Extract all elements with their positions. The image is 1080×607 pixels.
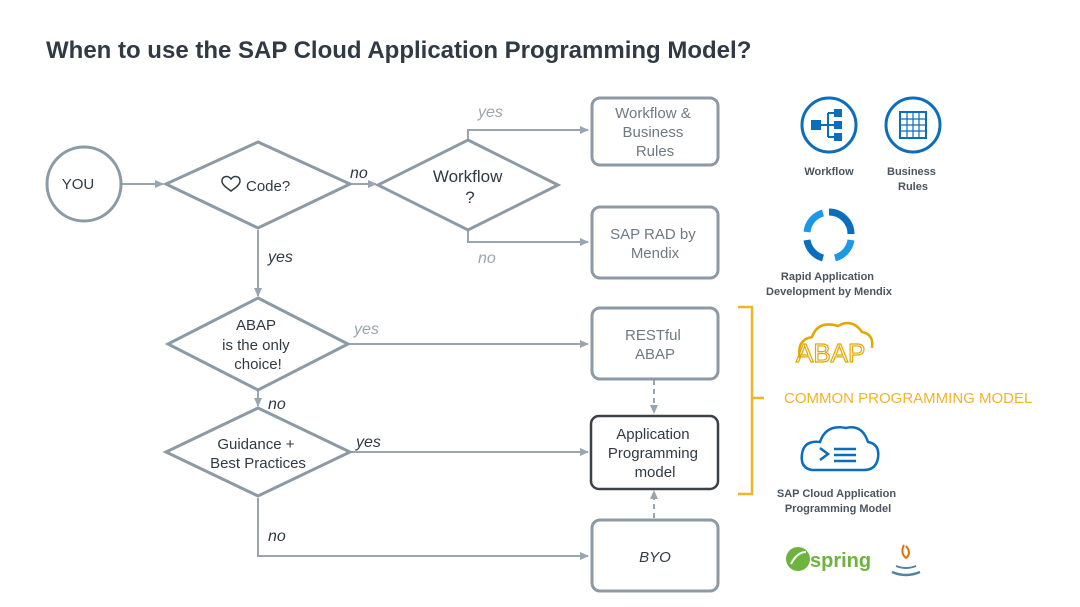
edge-label-code-no: no [350, 165, 368, 182]
business-rules-icon [884, 96, 942, 154]
edge-guidance-byo [257, 498, 589, 560]
node-app-programming-model: Application Programming model [589, 414, 720, 491]
mendix-cycle-icon [803, 208, 855, 262]
edge-label-code-yes: yes [267, 249, 293, 266]
node-guidance-decision: Guidance + Best Practices [162, 406, 354, 498]
node-byo: BYO [590, 518, 720, 593]
connectors [122, 126, 658, 560]
edge-workflow-yes [467, 126, 589, 142]
edge-label-guidance-no: no [268, 528, 286, 545]
node-guidance-label: Guidance + Best Practices [210, 436, 306, 472]
node-sap-rad-label: SAP RAD by Mendix [610, 226, 700, 262]
node-restful-label: RESTful ABAP [625, 327, 685, 363]
cloud-terminal-icon [800, 426, 880, 472]
node-you-label: YOU [62, 176, 95, 193]
heart-icon [221, 175, 241, 192]
edge-label-guidance-yes: yes [355, 434, 381, 451]
workflow-icon [800, 96, 858, 154]
common-programming-model-label: COMMON PROGRAMMING MODEL [784, 390, 1032, 407]
abap-cloud-logo: ABAP [795, 321, 874, 369]
node-sap-rad: SAP RAD by Mendix [590, 205, 720, 280]
node-abap-decision: ABAP is the only choice! [164, 296, 352, 392]
java-logo [891, 544, 921, 577]
spring-logo: spring [786, 547, 871, 572]
edge-label-abap-yes: yes [353, 321, 379, 338]
node-byo-label: BYO [639, 549, 671, 566]
node-workflow-decision: Workflow ? [374, 138, 562, 232]
business-rules-label: Business Rules [887, 166, 939, 193]
common-model-bracket [738, 305, 764, 496]
node-abap-label: ABAP is the only choice! [222, 317, 294, 373]
node-code-label: Code? [246, 178, 290, 195]
edge-label-workflow-no: no [478, 250, 496, 267]
page-title: When to use the SAP Cloud Application Pr… [46, 37, 751, 64]
node-workflow-rules-label: Workflow & Business Rules [615, 105, 695, 160]
workflow-icon-label: Workflow [804, 166, 854, 178]
spring-logo-text: spring [810, 550, 871, 572]
cap-label: SAP Cloud Application Programming Model [777, 488, 899, 515]
edge-label-abap-no: no [268, 396, 286, 413]
node-workflow-label: Workflow ? [433, 167, 507, 207]
mendix-label: Rapid Application Development by Mendix [766, 271, 893, 298]
edge-workflow-no [467, 230, 589, 246]
edge-label-workflow-yes: yes [477, 104, 503, 121]
abap-logo-text: ABAP [796, 338, 865, 368]
node-restful-abap: RESTful ABAP [590, 306, 720, 381]
node-you: YOU [45, 145, 123, 223]
node-workflow-rules: Workflow & Business Rules [590, 96, 720, 167]
node-app-model-label: Application Programming model [608, 426, 702, 481]
node-code-decision: Code? [162, 140, 354, 230]
